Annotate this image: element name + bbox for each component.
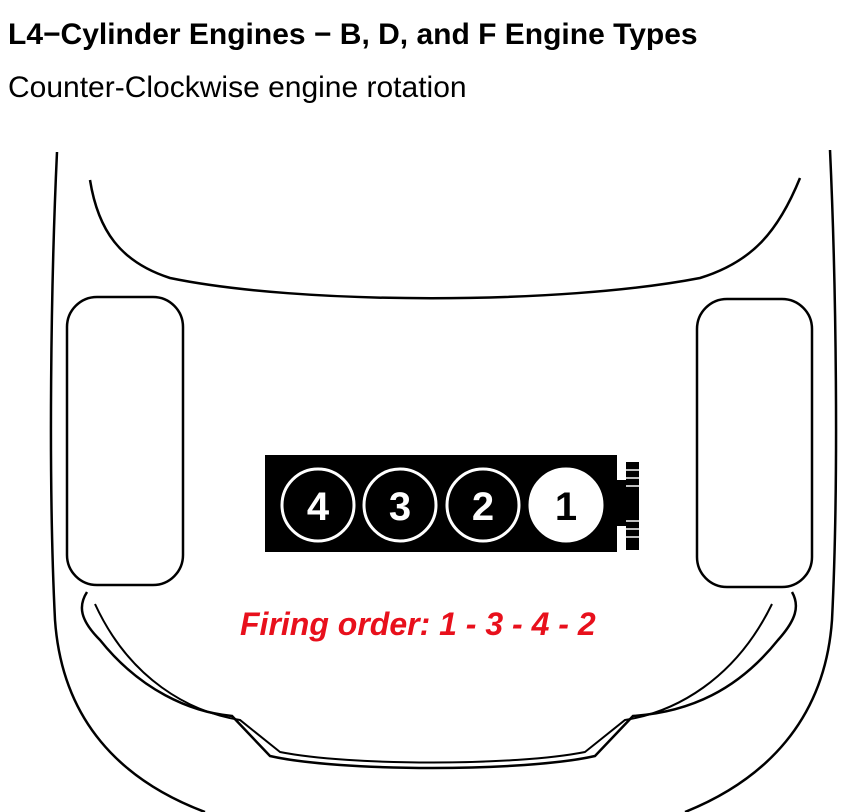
- left-wheel-well: [65, 295, 185, 587]
- bumper-inner-outline: [94, 603, 773, 764]
- cylinder-1-label: 1: [555, 485, 577, 529]
- cylinder-4-circle: [280, 467, 356, 543]
- page-title: L4−Cylinder Engines − B, D, and F Engine…: [8, 18, 698, 51]
- windshield-outline: [88, 177, 802, 300]
- right-wheel-well: [695, 297, 814, 589]
- cylinder-1-circle: [528, 467, 604, 543]
- cylinder-4: 4: [280, 467, 356, 543]
- engine-pulley-disc: [626, 462, 639, 550]
- vehicle-body-left-outline: [49, 151, 206, 812]
- cylinder-2-label: 2: [472, 485, 494, 529]
- cylinder-group: 4 3 2 1: [280, 467, 604, 543]
- cylinder-1: 1: [528, 467, 604, 543]
- firing-order-label: Firing order: 1 - 3 - 4 - 2: [240, 606, 596, 642]
- vehicle-body-right-outline: [684, 149, 838, 812]
- bumper-outer-outline: [80, 591, 798, 770]
- cylinder-2-circle: [445, 467, 521, 543]
- cylinder-2: 2: [445, 467, 521, 543]
- cylinder-4-label: 4: [307, 485, 330, 529]
- cylinder-3-circle: [362, 467, 438, 543]
- cylinder-3-label: 3: [389, 485, 411, 529]
- page-subtitle: Counter-Clockwise engine rotation: [8, 71, 467, 104]
- engine-block: 4 3 2 1: [265, 455, 639, 552]
- cylinder-3: 3: [362, 467, 438, 543]
